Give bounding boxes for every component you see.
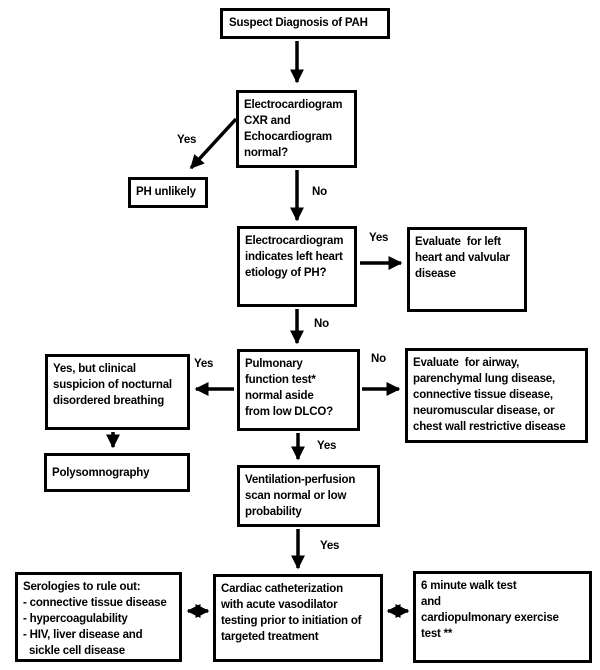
node-cardiac-catheterization: Cardiac catheterization with acute vasod… — [213, 574, 383, 662]
node-ecg-left-heart-etiology: Electrocardiogram indicates left heart e… — [237, 226, 357, 307]
edge-label-yes-ph-unlikely: Yes — [177, 134, 197, 146]
edge-label-yes-eval-left-heart: Yes — [369, 232, 389, 244]
node-six-minute-walk-test: 6 minute walk test and cardiopulmonary e… — [413, 571, 592, 663]
edge-label-no-ecg-left-heart: No — [312, 186, 327, 198]
node-evaluate-left-heart-valvular: Evaluate for left heart and valvular dis… — [407, 227, 527, 312]
node-pulmonary-function-test: Pulmonary function test* normal aside fr… — [237, 349, 360, 431]
node-ph-unlikely: PH unlikely — [128, 177, 208, 208]
edge-label-no-pft: No — [314, 318, 329, 330]
node-suspect-diagnosis: Suspect Diagnosis of PAH — [220, 8, 390, 39]
node-evaluate-airway-lung-disease: Evaluate for airway, parenchymal lung di… — [405, 348, 588, 443]
edge-label-no-eval-airway: No — [371, 353, 386, 365]
node-serologies-rule-out: Serologies to rule out: - connective tis… — [15, 572, 182, 662]
arrow-ecg-to-ph-unlikely — [189, 117, 238, 170]
node-ecg-cxr-echo-normal: Electrocardiogram CXR and Echocardiogram… — [236, 90, 357, 168]
edge-label-yes-nocturnal: Yes — [194, 358, 214, 370]
node-ventilation-perfusion-scan: Ventilation-perfusion scan normal or low… — [237, 465, 380, 527]
node-nocturnal-disordered-breathing: Yes, but clinical suspicion of nocturnal… — [45, 354, 190, 430]
edge-label-yes-cardiac-cath: Yes — [320, 540, 340, 552]
edge-label-yes-vq-scan: Yes — [317, 440, 337, 452]
node-polysomnography: Polysomnography — [44, 453, 190, 492]
